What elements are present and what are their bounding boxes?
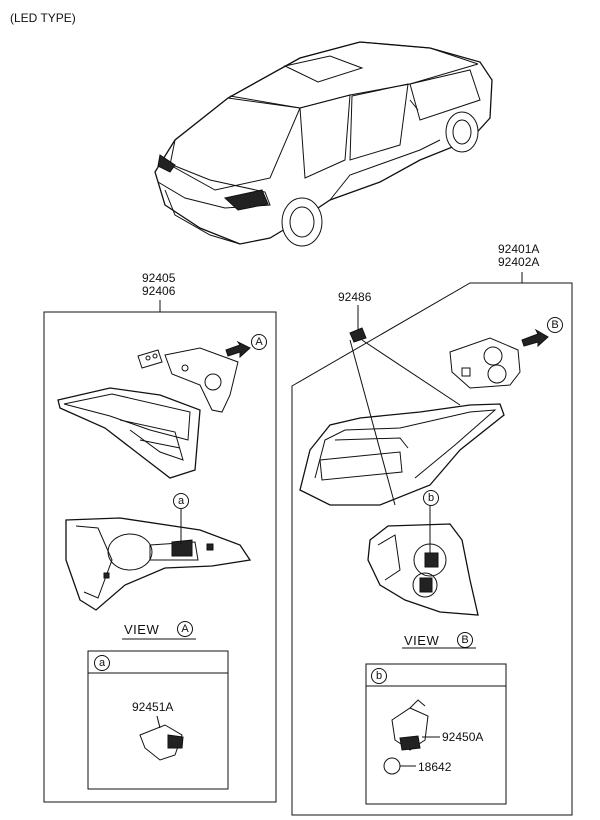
detail-b-part-number-1: 92450A: [442, 730, 484, 744]
left-callout-marker: a: [173, 493, 189, 509]
right-part-number-2: 92402A: [498, 255, 540, 269]
detail-a-part-number: 92451A: [132, 700, 174, 714]
right-callout-marker: b: [423, 490, 439, 506]
detail-b-frame: [365, 663, 507, 805]
left-part-number-1: 92405: [142, 271, 176, 285]
diagram-title: (LED TYPE): [10, 11, 76, 25]
detail-b-part-number-2: 18642: [418, 760, 452, 774]
detail-a-frame: [87, 650, 229, 790]
right-view-label: VIEW: [404, 633, 440, 648]
right-group-frame: [291, 282, 573, 816]
detail-b-marker: b: [371, 668, 387, 684]
car-illustration: [154, 41, 493, 247]
left-view-marker: A: [177, 621, 193, 637]
left-view-label: VIEW: [124, 622, 160, 637]
left-arrow-marker: A: [251, 334, 267, 350]
right-view-marker: B: [457, 632, 473, 648]
left-part-number-2: 92406: [142, 284, 176, 298]
left-group-frame: [43, 311, 277, 803]
arrow-b-icon: [521, 328, 549, 348]
arrow-a-icon: [225, 340, 251, 359]
detail-a-marker: a: [94, 655, 110, 671]
right-part-number-1: 92401A: [498, 242, 540, 256]
clip-icon: [349, 327, 367, 343]
right-arrow-marker: B: [547, 317, 563, 333]
clip-part-number: 92486: [338, 290, 372, 304]
